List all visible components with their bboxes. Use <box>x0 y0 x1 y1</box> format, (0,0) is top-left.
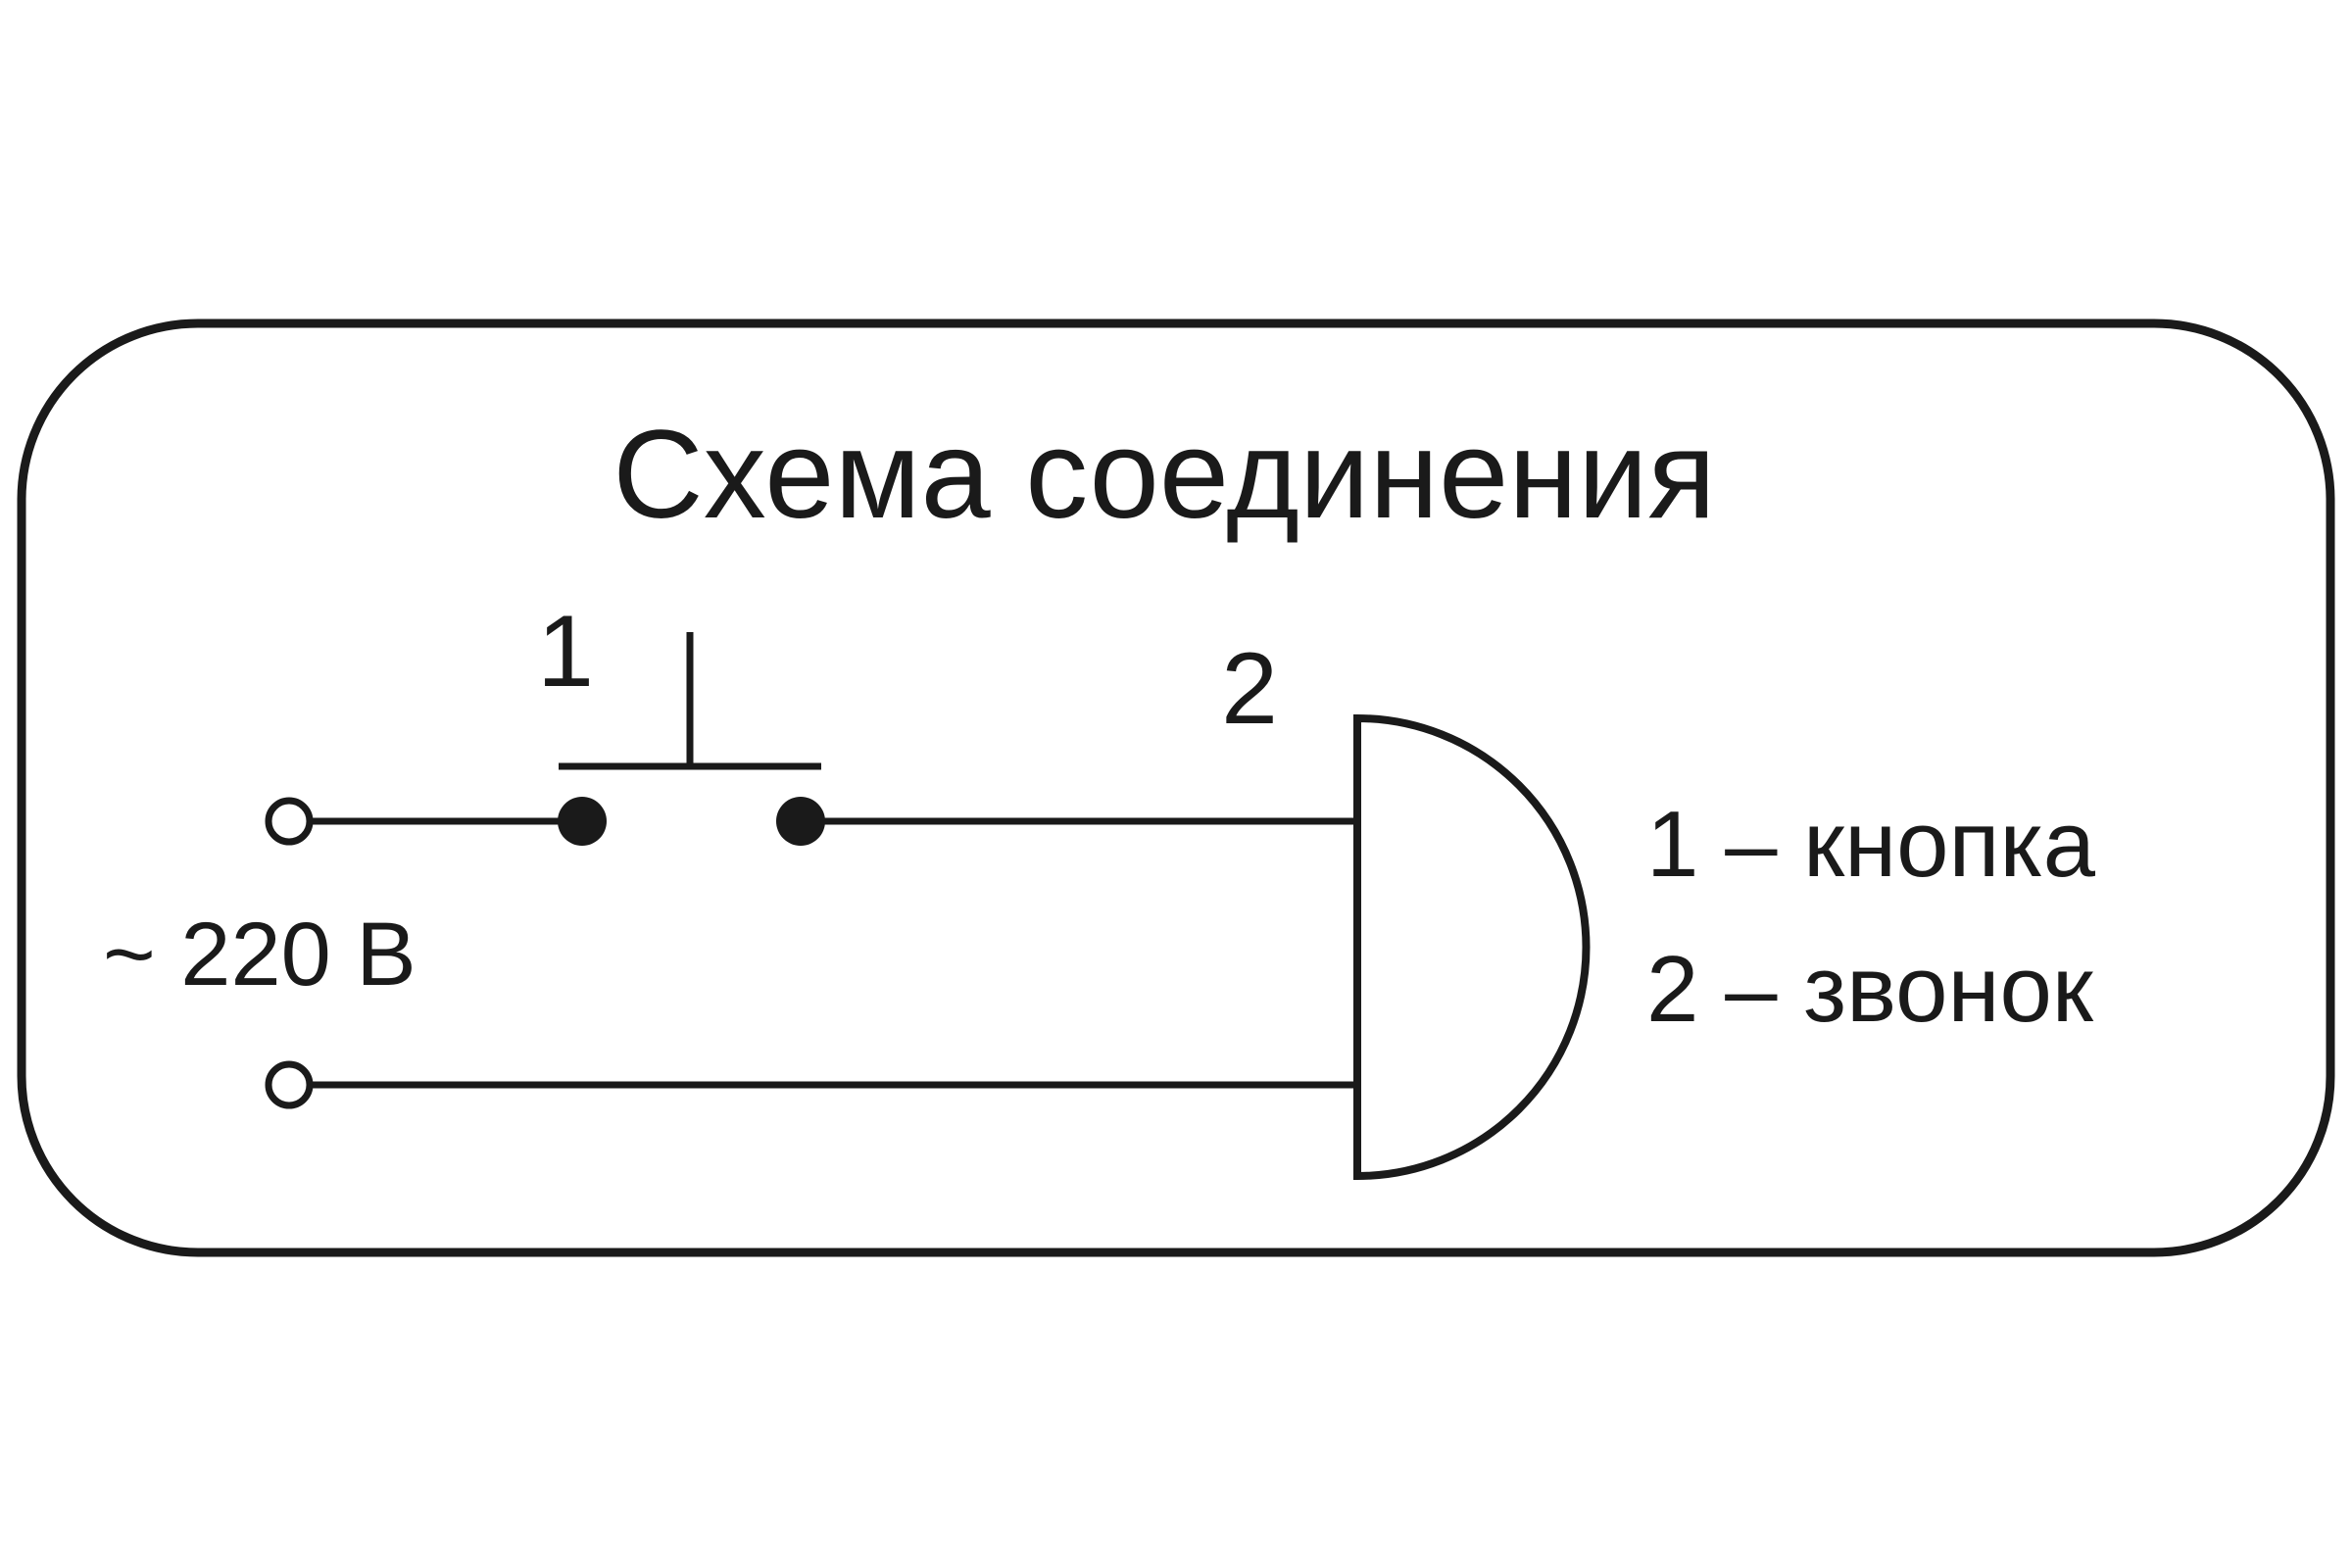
switch-contact-left-icon <box>558 797 607 846</box>
upper-terminal-icon <box>265 797 314 846</box>
diagram-frame <box>17 318 2335 1257</box>
legend-item-button: 1 – кнопка <box>1646 792 2096 897</box>
voltage-label: ~ 220 В <box>103 905 416 1004</box>
bell-number-label: 2 <box>1221 632 1278 746</box>
bell-icon <box>1353 713 1591 1181</box>
lower-terminal-icon <box>265 1060 314 1109</box>
legend-item-bell: 2 – звонок <box>1646 937 2094 1042</box>
push-button-icon <box>559 632 821 770</box>
diagram-title: Схема соединения <box>612 405 1716 545</box>
button-number-label: 1 <box>537 595 594 709</box>
